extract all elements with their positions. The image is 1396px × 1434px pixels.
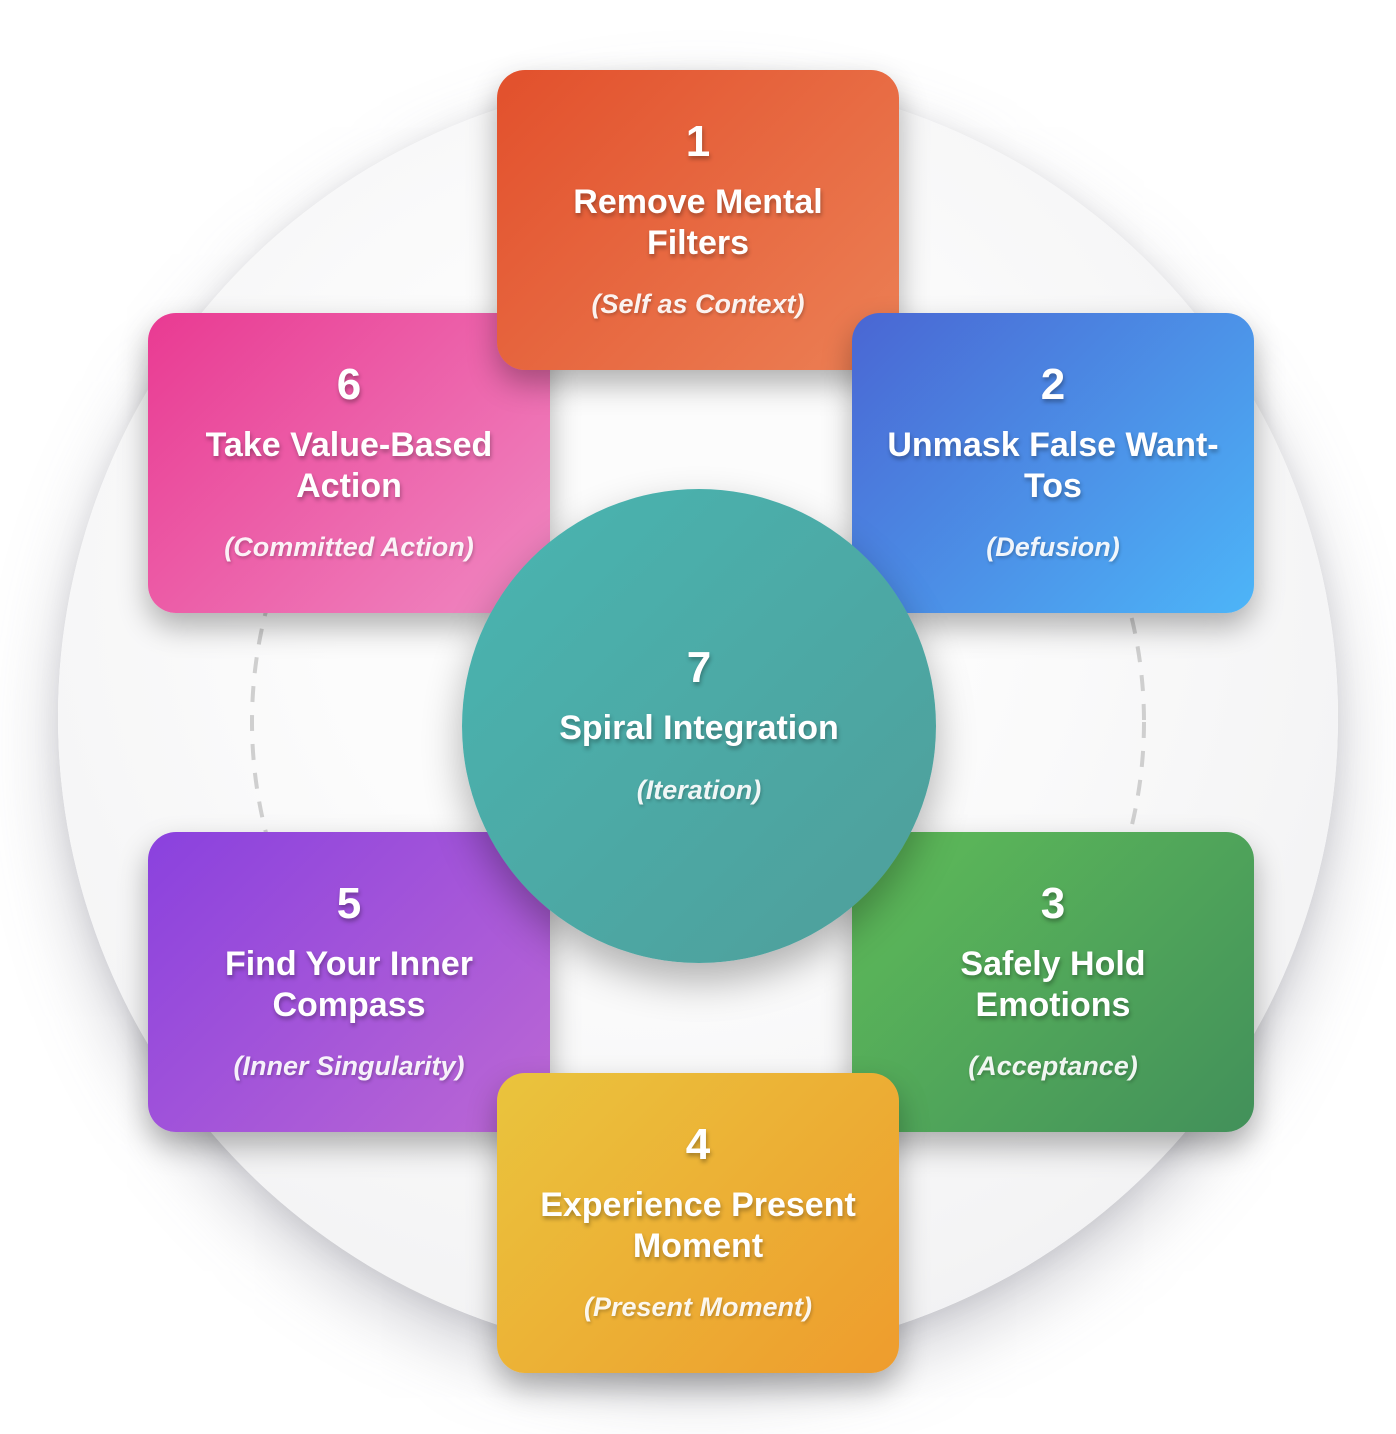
step-card-6: 6 Take Value-Based Action (Committed Act… xyxy=(148,313,550,613)
step-1-subtitle: (Self as Context) xyxy=(591,288,805,319)
step-card-2: 2 Unmask False Want-Tos (Defusion) xyxy=(852,313,1254,613)
step-3-subtitle: (Acceptance) xyxy=(968,1050,1138,1081)
step-5-title: Find Your Inner Compass xyxy=(224,945,474,1024)
step-2-title: Unmask False Want-Tos xyxy=(887,426,1219,505)
step-2-subtitle: (Defusion) xyxy=(986,531,1120,562)
step-6-subtitle: (Committed Action) xyxy=(224,531,474,562)
center-circle-step-7: 7 Spiral Integration (Iteration) xyxy=(462,489,936,963)
step-1-title: Remove Mental Filters xyxy=(573,183,823,262)
step-card-5: 5 Find Your Inner Compass (Inner Singula… xyxy=(148,832,550,1132)
step-7-subtitle: (Iteration) xyxy=(636,774,762,805)
step-6-title: Take Value-Based Action xyxy=(205,426,493,505)
step-card-3: 3 Safely Hold Emotions (Acceptance) xyxy=(852,832,1254,1132)
step-card-1: 1 Remove Mental Filters (Self as Context… xyxy=(497,70,899,370)
step-7-number: 7 xyxy=(686,643,712,693)
step-3-number: 3 xyxy=(1040,879,1066,929)
step-5-subtitle: (Inner Singularity) xyxy=(233,1050,465,1081)
step-4-title: Experience Present Moment xyxy=(540,1186,856,1265)
step-3-title: Safely Hold Emotions xyxy=(960,945,1146,1024)
step-1-number: 1 xyxy=(685,117,711,167)
step-6-number: 6 xyxy=(336,360,362,410)
step-2-number: 2 xyxy=(1040,360,1066,410)
step-card-4: 4 Experience Present Moment (Present Mom… xyxy=(497,1073,899,1373)
step-5-number: 5 xyxy=(336,879,362,929)
step-4-subtitle: (Present Moment) xyxy=(583,1291,813,1322)
step-4-number: 4 xyxy=(685,1120,711,1170)
step-7-title: Spiral Integration xyxy=(559,709,839,748)
